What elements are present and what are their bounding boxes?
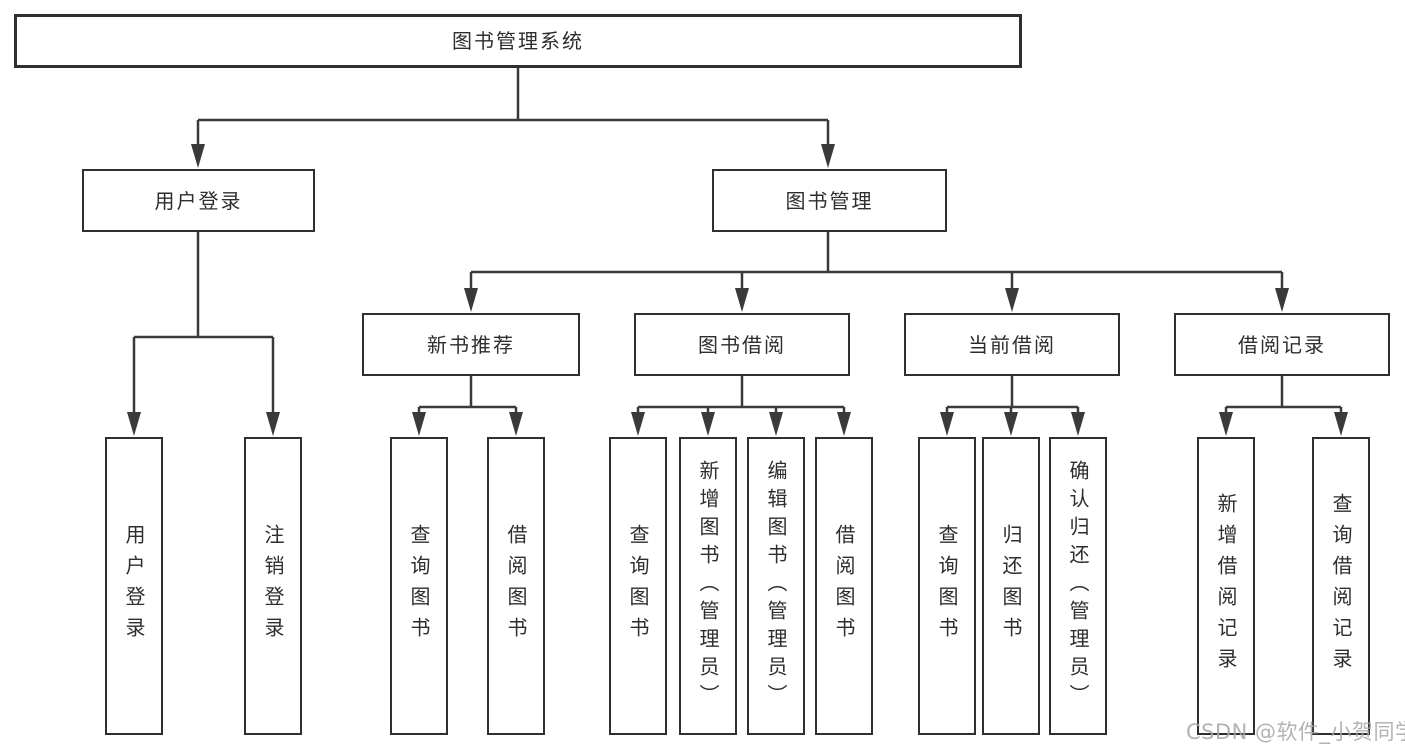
leaf-add-books-admin: 新增图书（管理员） [679, 437, 737, 735]
node-library-management-system: 图书管理系统 [14, 14, 1022, 68]
node-label: 注销登录 [261, 524, 285, 648]
leaf-borrow-books-borrow: 借阅图书 [815, 437, 873, 735]
node-label: 借阅记录 [1238, 332, 1326, 357]
node-label: 查询图书 [935, 524, 959, 648]
node-label: 查询图书 [407, 524, 431, 648]
node-user-login-group: 用户登录 [82, 169, 315, 232]
leaf-borrow-books-newbook: 借阅图书 [487, 437, 545, 735]
leaf-confirm-return-admin: 确认归还（管理员） [1049, 437, 1107, 735]
leaf-return-books: 归还图书 [982, 437, 1040, 735]
node-label: 归还图书 [999, 524, 1023, 648]
node-label: 确认归还（管理员） [1066, 460, 1090, 712]
node-book-management-group: 图书管理 [712, 169, 947, 232]
leaf-add-borrow-record: 新增借阅记录 [1197, 437, 1255, 735]
node-borrowing-records: 借阅记录 [1174, 313, 1390, 376]
node-current-borrowing: 当前借阅 [904, 313, 1120, 376]
leaf-query-books-borrow: 查询图书 [609, 437, 667, 735]
node-label: 编辑图书（管理员） [764, 460, 788, 712]
node-label: 借阅图书 [504, 524, 528, 648]
node-label: 查询图书 [626, 524, 650, 648]
leaf-edit-books-admin: 编辑图书（管理员） [747, 437, 805, 735]
node-label: 借阅图书 [832, 524, 856, 648]
node-label: 图书借阅 [698, 332, 786, 357]
leaf-query-books-newbook: 查询图书 [390, 437, 448, 735]
node-label: 用户登录 [154, 188, 243, 213]
leaf-logout: 注销登录 [244, 437, 302, 735]
leaf-query-books-current: 查询图书 [918, 437, 976, 735]
node-label: 新增图书（管理员） [696, 460, 720, 712]
csdn-watermark: CSDN @软件_小贺同学 [1186, 720, 1405, 744]
node-label: 图书管理系统 [452, 29, 584, 53]
node-label: 当前借阅 [968, 332, 1056, 357]
leaf-user-login: 用户登录 [105, 437, 163, 735]
node-label: 查询借阅记录 [1329, 493, 1353, 679]
node-label: 图书管理 [785, 188, 874, 213]
node-book-borrowing: 图书借阅 [634, 313, 850, 376]
node-new-book-recommendation: 新书推荐 [362, 313, 580, 376]
node-label: 新书推荐 [427, 332, 515, 357]
leaf-query-borrow-record: 查询借阅记录 [1312, 437, 1370, 735]
node-label: 用户登录 [122, 524, 146, 648]
node-label: 新增借阅记录 [1214, 493, 1238, 679]
